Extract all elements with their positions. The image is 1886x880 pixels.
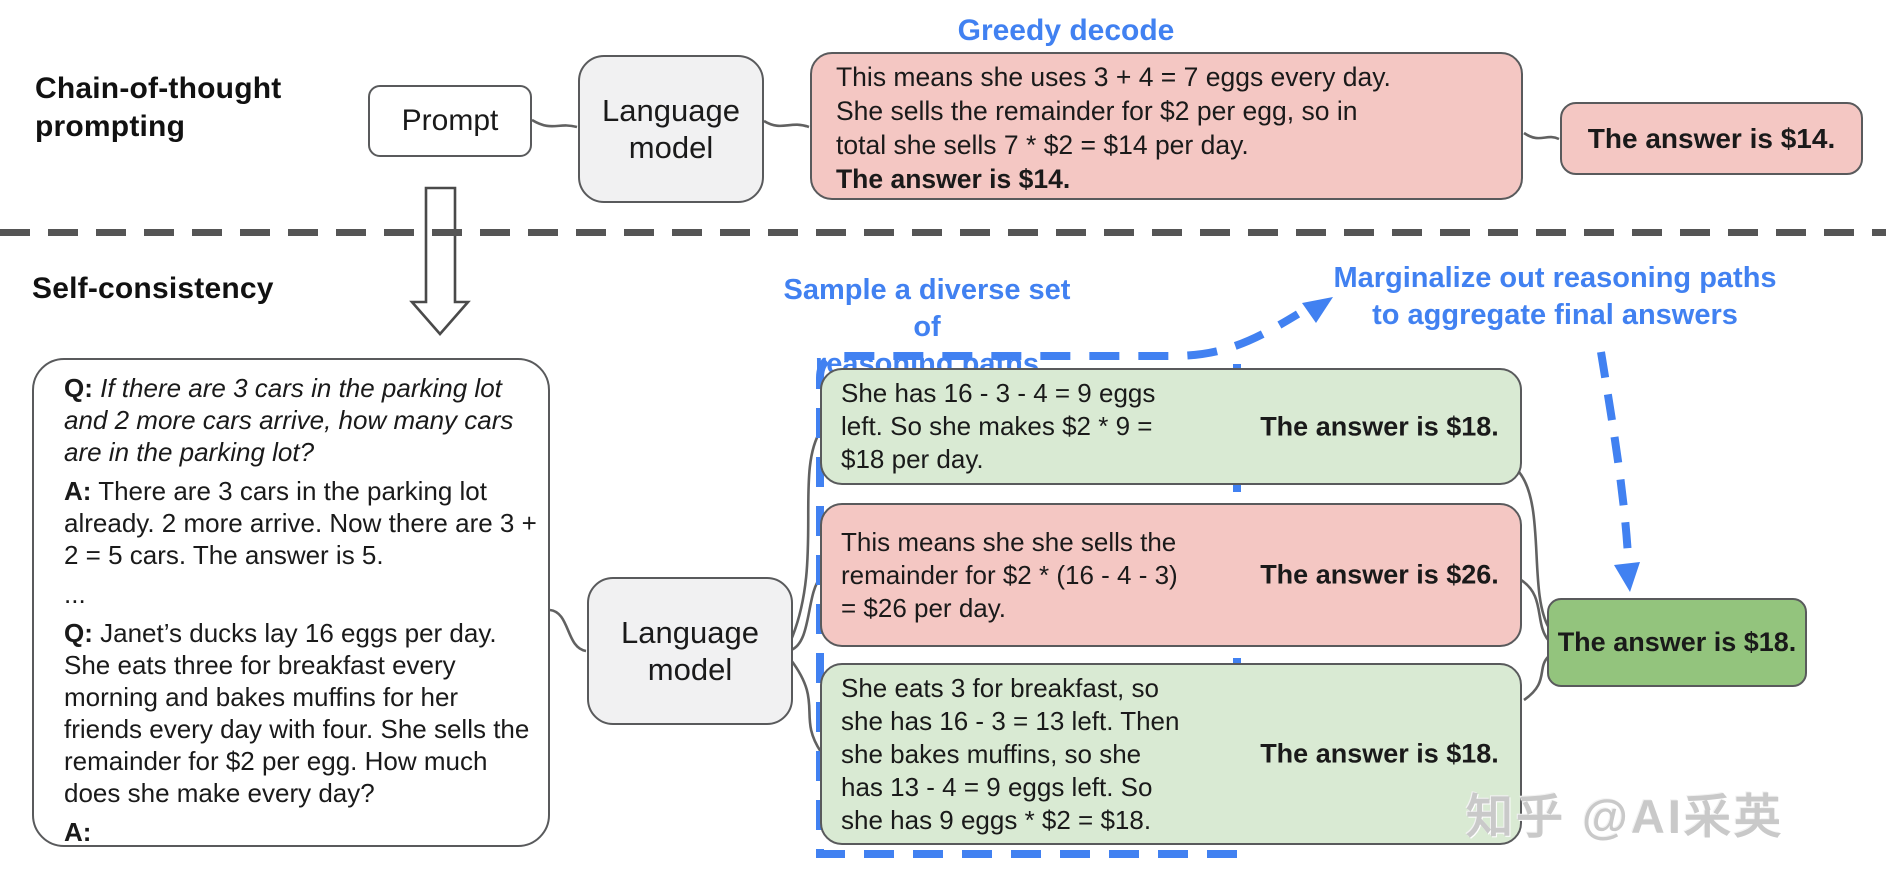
- q2-text: Janet’s ducks lay 16 eggs per day. She e…: [64, 618, 530, 808]
- path1-line1: She has 16 - 3 - 4 = 9 eggs: [841, 378, 1156, 408]
- path3-line2: she has 16 - 3 = 13 left. Then: [841, 705, 1180, 736]
- greedy-output-line3: total she sells 7 * $2 = $14 per day.: [836, 130, 1249, 160]
- language-model-box-bottom: Language model: [587, 577, 793, 725]
- reasoning-path-3-answer: The answer is $18.: [1260, 738, 1499, 769]
- path3-line5: she has 9 eggs * $2 = $18.: [841, 804, 1152, 835]
- down-arrow-icon: [409, 186, 471, 336]
- sc-question2: Q: Janet’s ducks lay 16 eggs per day. Sh…: [64, 617, 538, 809]
- connector-output-to-answer: [1523, 131, 1560, 141]
- marginalize-title-line2: to aggregate final answers: [1372, 299, 1738, 331]
- connector-path1-to-final: [1517, 471, 1551, 629]
- language-model-label-top: Language model: [602, 93, 740, 165]
- connector-path3-to-final: [1523, 655, 1550, 702]
- sc-final-answer-text: The answer is $18.: [1557, 627, 1797, 657]
- dashed-arrow-down-icon: [1614, 562, 1640, 592]
- sc-section-label: Self-consistency: [32, 272, 274, 305]
- connector-path2-to-final: [1520, 578, 1551, 642]
- reasoning-path-2: This means she she sells the remainder f…: [820, 503, 1522, 647]
- dashed-arrow-down: [1597, 351, 1632, 557]
- language-model-box-top: Language model: [578, 55, 764, 203]
- connector-prompt-to-lm2: [549, 608, 587, 653]
- q2-label: Q:: [64, 618, 93, 648]
- reasoning-path-1-text: She has 16 - 3 - 4 = 9 eggs left. So she…: [822, 377, 1155, 476]
- cot-label-line1: Chain-of-thought: [35, 72, 282, 105]
- reasoning-path-3: She eats 3 for breakfast, so she has 16 …: [820, 663, 1522, 845]
- sc-answer2: A:: [64, 816, 538, 848]
- cot-label-line2: prompting: [35, 110, 186, 143]
- reasoning-path-1: She has 16 - 3 - 4 = 9 eggs left. So she…: [820, 368, 1522, 485]
- sample-title: Sample a diverse set of reasoning paths: [772, 272, 1082, 383]
- reasoning-path-2-answer: The answer is $26.: [1260, 559, 1499, 590]
- q1-text: If there are 3 cars in the parking lot a…: [64, 373, 514, 467]
- greedy-output-answer: The answer is $14.: [836, 164, 1071, 194]
- sc-prompt-box: Q: If there are 3 cars in the parking lo…: [32, 358, 550, 847]
- greedy-output-box: This means she uses 3 + 4 = 7 eggs every…: [810, 52, 1523, 200]
- connector-prompt-to-lm: [531, 118, 578, 129]
- path1-line2: left. So she makes $2 * 9 =: [841, 411, 1153, 441]
- connector-lm-to-output: [763, 119, 810, 129]
- watermark: 知乎 @AI采英: [1466, 790, 1784, 843]
- path3-line3: she bakes muffins, so she: [841, 738, 1142, 769]
- q1-label: Q:: [64, 373, 93, 403]
- path2-line1: This means she she sells the: [841, 526, 1177, 557]
- sc-ellipsis: ...: [64, 579, 86, 609]
- marginalize-title: Marginalize out reasoning paths to aggre…: [1320, 260, 1790, 334]
- a1-text: There are 3 cars in the parking lot alre…: [64, 476, 537, 570]
- reasoning-path-3-text: She eats 3 for breakfast, so she has 16 …: [822, 672, 1179, 837]
- path1-line3: $18 per day.: [841, 444, 984, 474]
- a1-label: A:: [64, 476, 92, 506]
- greedy-output-line2: She sells the remainder for $2 per egg, …: [836, 96, 1358, 126]
- path3-line4: has 13 - 4 = 9 eggs left. So: [841, 771, 1153, 802]
- section-divider: [0, 229, 1886, 236]
- connector-lm2-to-path3: [789, 659, 823, 753]
- sc-answer1: A: There are 3 cars in the parking lot a…: [64, 475, 538, 571]
- reasoning-path-2-text: This means she she sells the remainder f…: [822, 526, 1178, 625]
- path3-line1: She eats 3 for breakfast, so: [841, 672, 1159, 703]
- marginalize-title-line1: Marginalize out reasoning paths: [1333, 262, 1777, 294]
- prompt-box: Prompt: [368, 85, 532, 157]
- cot-final-answer-box: The answer is $14.: [1560, 102, 1863, 175]
- connector-lm2-to-path1: [789, 429, 823, 641]
- sc-question1: Q: If there are 3 cars in the parking lo…: [64, 372, 538, 468]
- path2-line3: = $26 per day.: [841, 592, 1007, 623]
- path2-line2: remainder for $2 * (16 - 4 - 3): [841, 559, 1178, 590]
- connector-lm2-to-path2: [790, 576, 823, 652]
- greedy-output-line1: This means she uses 3 + 4 = 7 eggs every…: [836, 62, 1391, 92]
- prompt-label: Prompt: [401, 104, 499, 137]
- cot-final-answer-text: The answer is $14.: [1587, 122, 1836, 154]
- greedy-decode-title: Greedy decode: [957, 14, 1175, 47]
- sc-final-answer-box: The answer is $18.: [1547, 598, 1807, 687]
- cot-section-label: Chain-of-thought prompting: [35, 70, 281, 146]
- sample-title-line1: Sample a diverse set of: [783, 274, 1071, 343]
- a2-label: A:: [64, 817, 92, 847]
- language-model-label-bottom: Language model: [621, 615, 759, 687]
- reasoning-path-1-answer: The answer is $18.: [1260, 411, 1499, 441]
